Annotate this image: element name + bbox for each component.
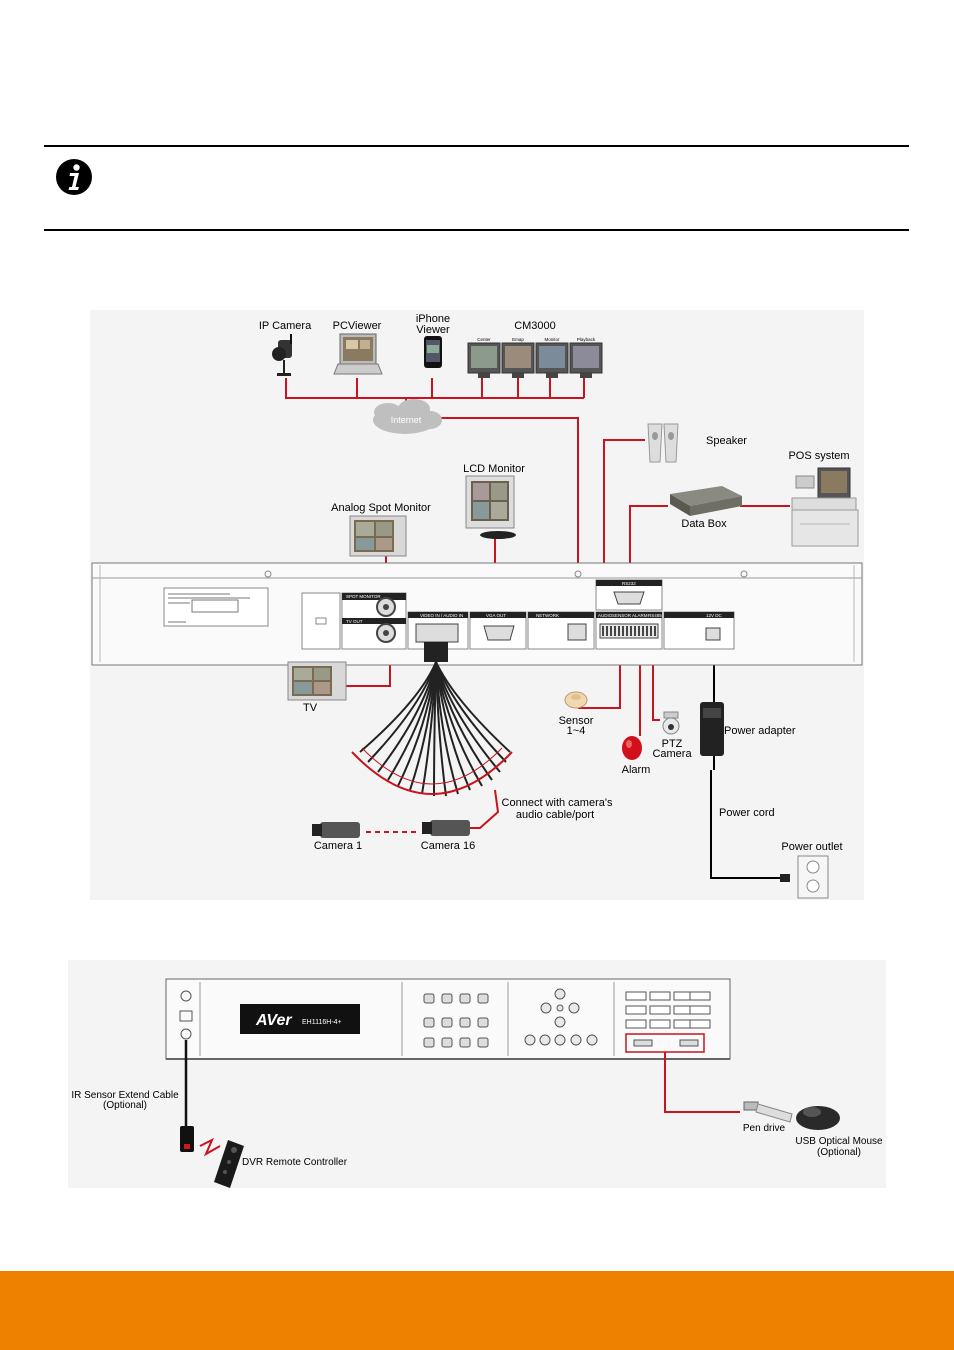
camera-cable-fan	[351, 642, 513, 797]
cm3000-screen-label-4: Playback	[577, 337, 596, 342]
panel-label-dc: 12V DC	[706, 613, 723, 618]
ir-sensor-icon	[180, 1126, 194, 1152]
usb-mouse-icon	[796, 1106, 840, 1130]
usb-port-1	[633, 1039, 653, 1047]
cm3000-monitors-icon	[467, 342, 603, 378]
usb-wires	[664, 1052, 740, 1113]
cm3000-screen-label-2: Emap	[512, 337, 524, 342]
connection-diagram: SPOT MONITOR TV OUT VIDEO IN / AUDIO IN …	[90, 310, 864, 900]
panel-label-rs232: RS232	[622, 581, 636, 586]
power-adapter-icon	[700, 702, 724, 756]
power-outlet-icon	[780, 855, 829, 899]
lcd-monitor-icon	[465, 475, 516, 539]
iphone-icon	[424, 336, 442, 368]
label-pcviewer: PCViewer	[333, 320, 382, 332]
panel-label-spot-monitor: SPOT MONITOR	[346, 594, 381, 599]
label-data-box: Data Box	[681, 518, 727, 530]
channel-keypad	[625, 991, 711, 1029]
label-usb-mouse-1: USB Optical Mouse	[795, 1136, 883, 1147]
model-label: EH1116H-4+	[302, 1019, 342, 1026]
panel-label-tv-out: TV OUT	[346, 619, 363, 624]
terminal-pins	[602, 626, 656, 636]
note-top-rule	[44, 145, 909, 147]
label-iphone-viewer-2: Viewer	[416, 324, 450, 336]
label-power-outlet: Power outlet	[781, 841, 842, 853]
navigation-pad	[524, 988, 598, 1046]
panel-label-video-in: VIDEO IN / AUDIO IN	[420, 613, 463, 618]
dvr-rear-chassis	[91, 562, 863, 666]
label-pen-drive: Pen drive	[743, 1123, 786, 1134]
internet-cloud-icon	[373, 399, 442, 434]
label-ip-camera: IP Camera	[259, 320, 312, 332]
speaker-icon	[647, 423, 679, 463]
label-sensor-1: Sensor	[559, 715, 594, 727]
panel-label-network: NETWORK	[536, 613, 559, 618]
cm3000-screen-label-3: Monitor	[544, 337, 560, 342]
label-connect-audio-1: Connect with camera's	[502, 797, 613, 809]
note-bottom-rule	[44, 229, 909, 231]
label-pos-system: POS system	[788, 450, 849, 462]
pcviewer-laptop-icon	[333, 333, 383, 375]
sensor-icon	[564, 691, 588, 709]
label-ptz-1: PTZ	[662, 738, 683, 750]
connection-diagram-svg: SPOT MONITOR TV OUT VIDEO IN / AUDIO IN …	[91, 313, 863, 899]
label-camera-1: Camera 1	[314, 840, 362, 852]
label-remote: DVR Remote Controller	[242, 1157, 348, 1168]
panel-labels: SPOT MONITOR TV OUT VIDEO IN / AUDIO IN …	[346, 581, 723, 624]
brand-plate	[240, 1004, 360, 1034]
label-power-adapter: Power adapter	[724, 725, 796, 737]
label-ir-sensor-1: IR Sensor Extend Cable	[71, 1090, 179, 1101]
front-button-grid	[423, 993, 489, 1048]
panel-label-audio: AUDIO	[598, 613, 613, 618]
label-connect-audio-2: audio cable/port	[516, 809, 594, 821]
label-lcd-monitor: LCD Monitor	[463, 463, 525, 475]
usb-port-2	[679, 1039, 699, 1047]
label-internet: Internet	[391, 415, 422, 425]
data-box-icon	[670, 486, 742, 516]
panel-label-alarm: ALARM	[632, 613, 648, 618]
power-wires	[710, 640, 780, 879]
tv-icon	[287, 661, 347, 701]
camera-1-icon	[312, 822, 360, 838]
pos-system-icon	[791, 467, 859, 547]
label-alarm: Alarm	[622, 764, 651, 776]
label-camera-16: Camera 16	[421, 840, 475, 852]
label-iphone-viewer-1: iPhone	[416, 313, 450, 325]
network-wires	[285, 378, 790, 829]
brand-logo: AVer	[255, 1012, 292, 1029]
label-sensor-2: 1~4	[567, 725, 586, 737]
label-usb-mouse-2: (Optional)	[817, 1147, 861, 1158]
alarm-icon	[622, 736, 642, 760]
panel-label-rs485: RS485	[648, 613, 662, 618]
analog-spot-monitor-icon	[349, 515, 407, 557]
label-ir-sensor-2: (Optional)	[103, 1100, 147, 1111]
info-icon	[56, 159, 92, 195]
label-tv: TV	[303, 702, 318, 714]
ip-camera-icon	[272, 334, 292, 376]
label-cm3000: CM3000	[514, 320, 556, 332]
label-analog-spot-monitor: Analog Spot Monitor	[331, 502, 431, 514]
panel-label-vga-out: VGA OUT	[486, 613, 506, 618]
remote-controller-icon	[214, 1140, 244, 1188]
cm3000-screen-label-1: Center	[477, 337, 491, 342]
ptz-camera-icon	[662, 711, 680, 735]
label-ptz-2: Camera	[652, 748, 692, 760]
label-speaker: Speaker	[706, 435, 747, 447]
ir-signal-icon	[199, 1137, 221, 1157]
camera-16-icon	[422, 820, 470, 836]
footer-bar	[0, 1271, 954, 1350]
pen-drive-icon	[743, 1101, 793, 1123]
front-panel-diagram: AVer EH1116H-4+	[68, 960, 886, 1188]
front-panel-diagram-svg: AVer EH1116H-4+	[71, 978, 883, 1188]
panel-label-sensor: SENSOR	[612, 613, 632, 618]
label-power-cord: Power cord	[719, 807, 775, 819]
